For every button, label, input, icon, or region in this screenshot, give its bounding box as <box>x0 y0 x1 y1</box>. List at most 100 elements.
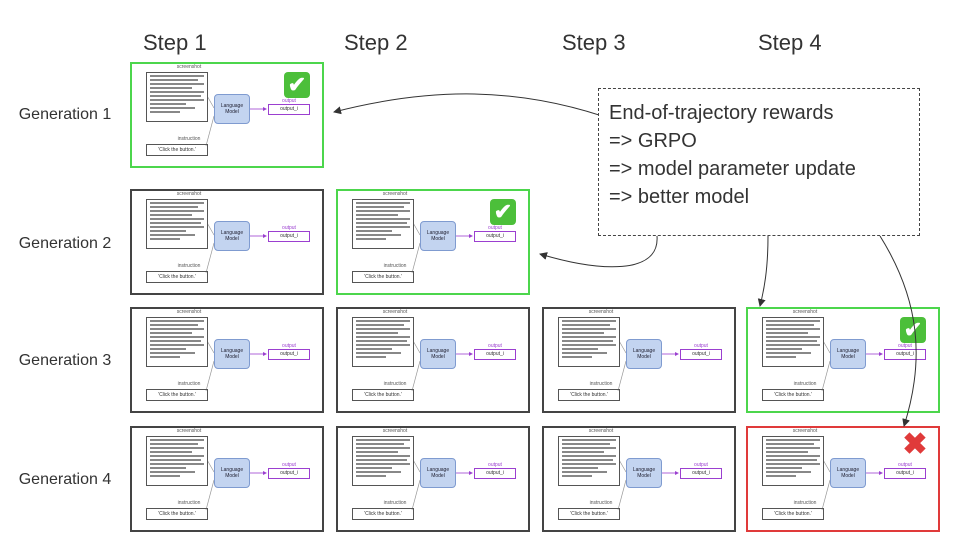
output-label: output <box>694 462 708 468</box>
callout-line-1: End-of-trajectory rewards <box>609 102 834 124</box>
instruction-label: instruction <box>589 500 613 506</box>
instruction-box: 'Click the button.' <box>146 271 208 283</box>
output-box: output_i <box>680 349 722 360</box>
screenshot-label: screenshot <box>382 428 408 434</box>
output-label: output <box>488 225 502 231</box>
output-label: output <box>694 343 708 349</box>
language-model-box: Language Model <box>420 339 456 369</box>
instruction-label: instruction <box>383 381 407 387</box>
output-box: output_i <box>680 468 722 479</box>
instruction-box: 'Click the button.' <box>352 389 414 401</box>
check-mark-icon: ✔ <box>490 199 516 225</box>
language-model-box: Language Model <box>626 339 662 369</box>
output-box: output_i <box>474 231 516 242</box>
language-model-box: Language Model <box>420 458 456 488</box>
output-label: output <box>488 462 502 468</box>
screenshot-label: screenshot <box>792 309 818 315</box>
language-model-box: Language Model <box>626 458 662 488</box>
screenshot-label: screenshot <box>382 191 408 197</box>
output-label: output <box>282 462 296 468</box>
output-label: output <box>282 225 296 231</box>
language-model-box: Language Model <box>830 458 866 488</box>
output-box: output_i <box>268 231 310 242</box>
screenshot-thumbnail <box>762 436 824 486</box>
screenshot-thumbnail <box>352 199 414 249</box>
screenshot-label: screenshot <box>176 191 202 197</box>
step-header-1: Step 1 <box>143 30 207 55</box>
instruction-label: instruction <box>177 136 201 142</box>
instruction-box: 'Click the button.' <box>762 389 824 401</box>
instruction-label: instruction <box>177 500 201 506</box>
generation-label-3: Generation 3 <box>18 352 112 369</box>
trajectory-cell: screenshot instruction 'Click the button.'… <box>746 426 940 532</box>
check-mark-icon: ✔ <box>284 72 310 98</box>
output-box: output_i <box>268 349 310 360</box>
instruction-label: instruction <box>383 500 407 506</box>
reward-callout: End-of-trajectory rewards => GRPO => mod… <box>598 88 920 236</box>
instruction-label: instruction <box>177 381 201 387</box>
instruction-box: 'Click the button.' <box>146 508 208 520</box>
instruction-label: instruction <box>793 500 817 506</box>
cell-connectors <box>617 338 679 392</box>
language-model-box: Language Model <box>830 339 866 369</box>
screenshot-label: screenshot <box>176 309 202 315</box>
output-label: output <box>282 98 296 104</box>
arrow-to-generation-3 <box>757 235 769 307</box>
step-header-3: Step 3 <box>562 30 626 55</box>
screenshot-thumbnail <box>146 436 208 486</box>
trajectory-cell: screenshot instruction 'Click the button.'… <box>130 426 324 532</box>
language-model-box: Language Model <box>214 221 250 251</box>
arrow-to-generation-1 <box>333 93 641 131</box>
screenshot-label: screenshot <box>176 428 202 434</box>
instruction-box: 'Click the button.' <box>146 144 208 156</box>
output-label: output <box>898 343 912 349</box>
screenshot-thumbnail <box>558 436 620 486</box>
callout-line-2: => GRPO <box>609 130 697 152</box>
instruction-box: 'Click the button.' <box>762 508 824 520</box>
generation-label-4: Generation 4 <box>18 471 112 488</box>
language-model-box: Language Model <box>214 458 250 488</box>
callout-line-4: => better model <box>609 186 750 208</box>
screenshot-label: screenshot <box>176 64 202 70</box>
output-box: output_i <box>474 349 516 360</box>
output-label: output <box>488 343 502 349</box>
cell-connectors <box>411 457 473 511</box>
screenshot-label: screenshot <box>588 309 614 315</box>
screenshot-thumbnail <box>558 317 620 367</box>
output-label: output <box>282 343 296 349</box>
output-box: output_i <box>474 468 516 479</box>
output-box: output_i <box>268 104 310 115</box>
language-model-box: Language Model <box>214 94 250 124</box>
language-model-box: Language Model <box>214 339 250 369</box>
instruction-box: 'Click the button.' <box>558 508 620 520</box>
instruction-box: 'Click the button.' <box>558 389 620 401</box>
trajectory-cell: screenshot instruction 'Click the button.'… <box>130 189 324 295</box>
output-box: output_i <box>884 468 926 479</box>
instruction-label: instruction <box>589 381 613 387</box>
callout-line-3: => model parameter update <box>609 158 856 180</box>
screenshot-thumbnail <box>146 72 208 122</box>
output-label: output <box>898 462 912 468</box>
trajectory-cell: screenshot instruction 'Click the button.'… <box>542 426 736 532</box>
step-header-2: Step 2 <box>344 30 408 55</box>
language-model-box: Language Model <box>420 221 456 251</box>
screenshot-thumbnail <box>146 199 208 249</box>
generation-label-1: Generation 1 <box>18 106 112 123</box>
output-box: output_i <box>268 468 310 479</box>
arrow-to-generation-2 <box>539 235 658 268</box>
screenshot-label: screenshot <box>588 428 614 434</box>
output-box: output_i <box>884 349 926 360</box>
step-header-4: Step 4 <box>758 30 822 55</box>
screenshot-thumbnail <box>352 317 414 367</box>
arrow-to-generation-4 <box>879 235 917 427</box>
screenshot-thumbnail <box>146 317 208 367</box>
generation-label-2: Generation 2 <box>18 235 112 252</box>
instruction-label: instruction <box>177 263 201 269</box>
screenshot-label: screenshot <box>792 428 818 434</box>
trajectory-cell: screenshot instruction 'Click the button.'… <box>542 307 736 413</box>
